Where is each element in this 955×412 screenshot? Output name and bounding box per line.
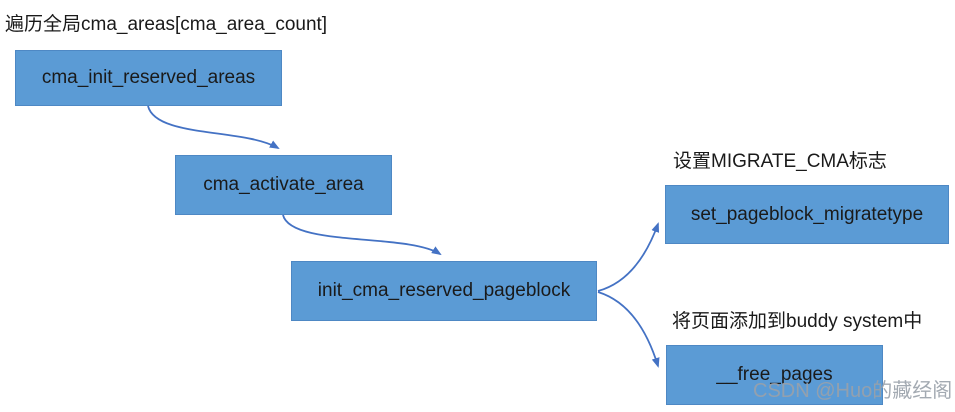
node-label: cma_activate_area — [203, 174, 364, 195]
node-init-cma-reserved-pageblock: init_cma_reserved_pageblock — [291, 261, 597, 321]
node-cma-activate-area: cma_activate_area — [175, 155, 392, 215]
node-free-pages: __free_pages — [666, 345, 883, 405]
arrow-pageblock-to-freepages — [597, 291, 660, 368]
arrow-activate-to-pageblock — [282, 214, 442, 256]
arrow-pageblock-to-migratetype — [597, 222, 660, 292]
node-set-pageblock-migratetype: set_pageblock_migratetype — [665, 185, 949, 244]
node-label: cma_init_reserved_areas — [41, 67, 256, 88]
loop-annotation: 遍历全局cma_areas[cma_area_count] — [5, 14, 328, 35]
node-label: set_pageblock_migratetype — [690, 203, 924, 225]
arrow-init-to-activate — [147, 105, 280, 149]
node-label: __free_pages — [716, 364, 833, 385]
csdn-watermark: CSDN @Huo的藏经阁 — [753, 380, 953, 402]
annotation-add-to-buddy-system: 将页面添加到buddy system中 — [672, 311, 923, 332]
node-label: init_cma_reserved_pageblock — [317, 280, 571, 301]
annotation-set-migrate-cma: 设置MIGRATE_CMA标志 — [673, 151, 887, 172]
node-cma-init-reserved-areas: cma_init_reserved_areas — [15, 50, 282, 106]
